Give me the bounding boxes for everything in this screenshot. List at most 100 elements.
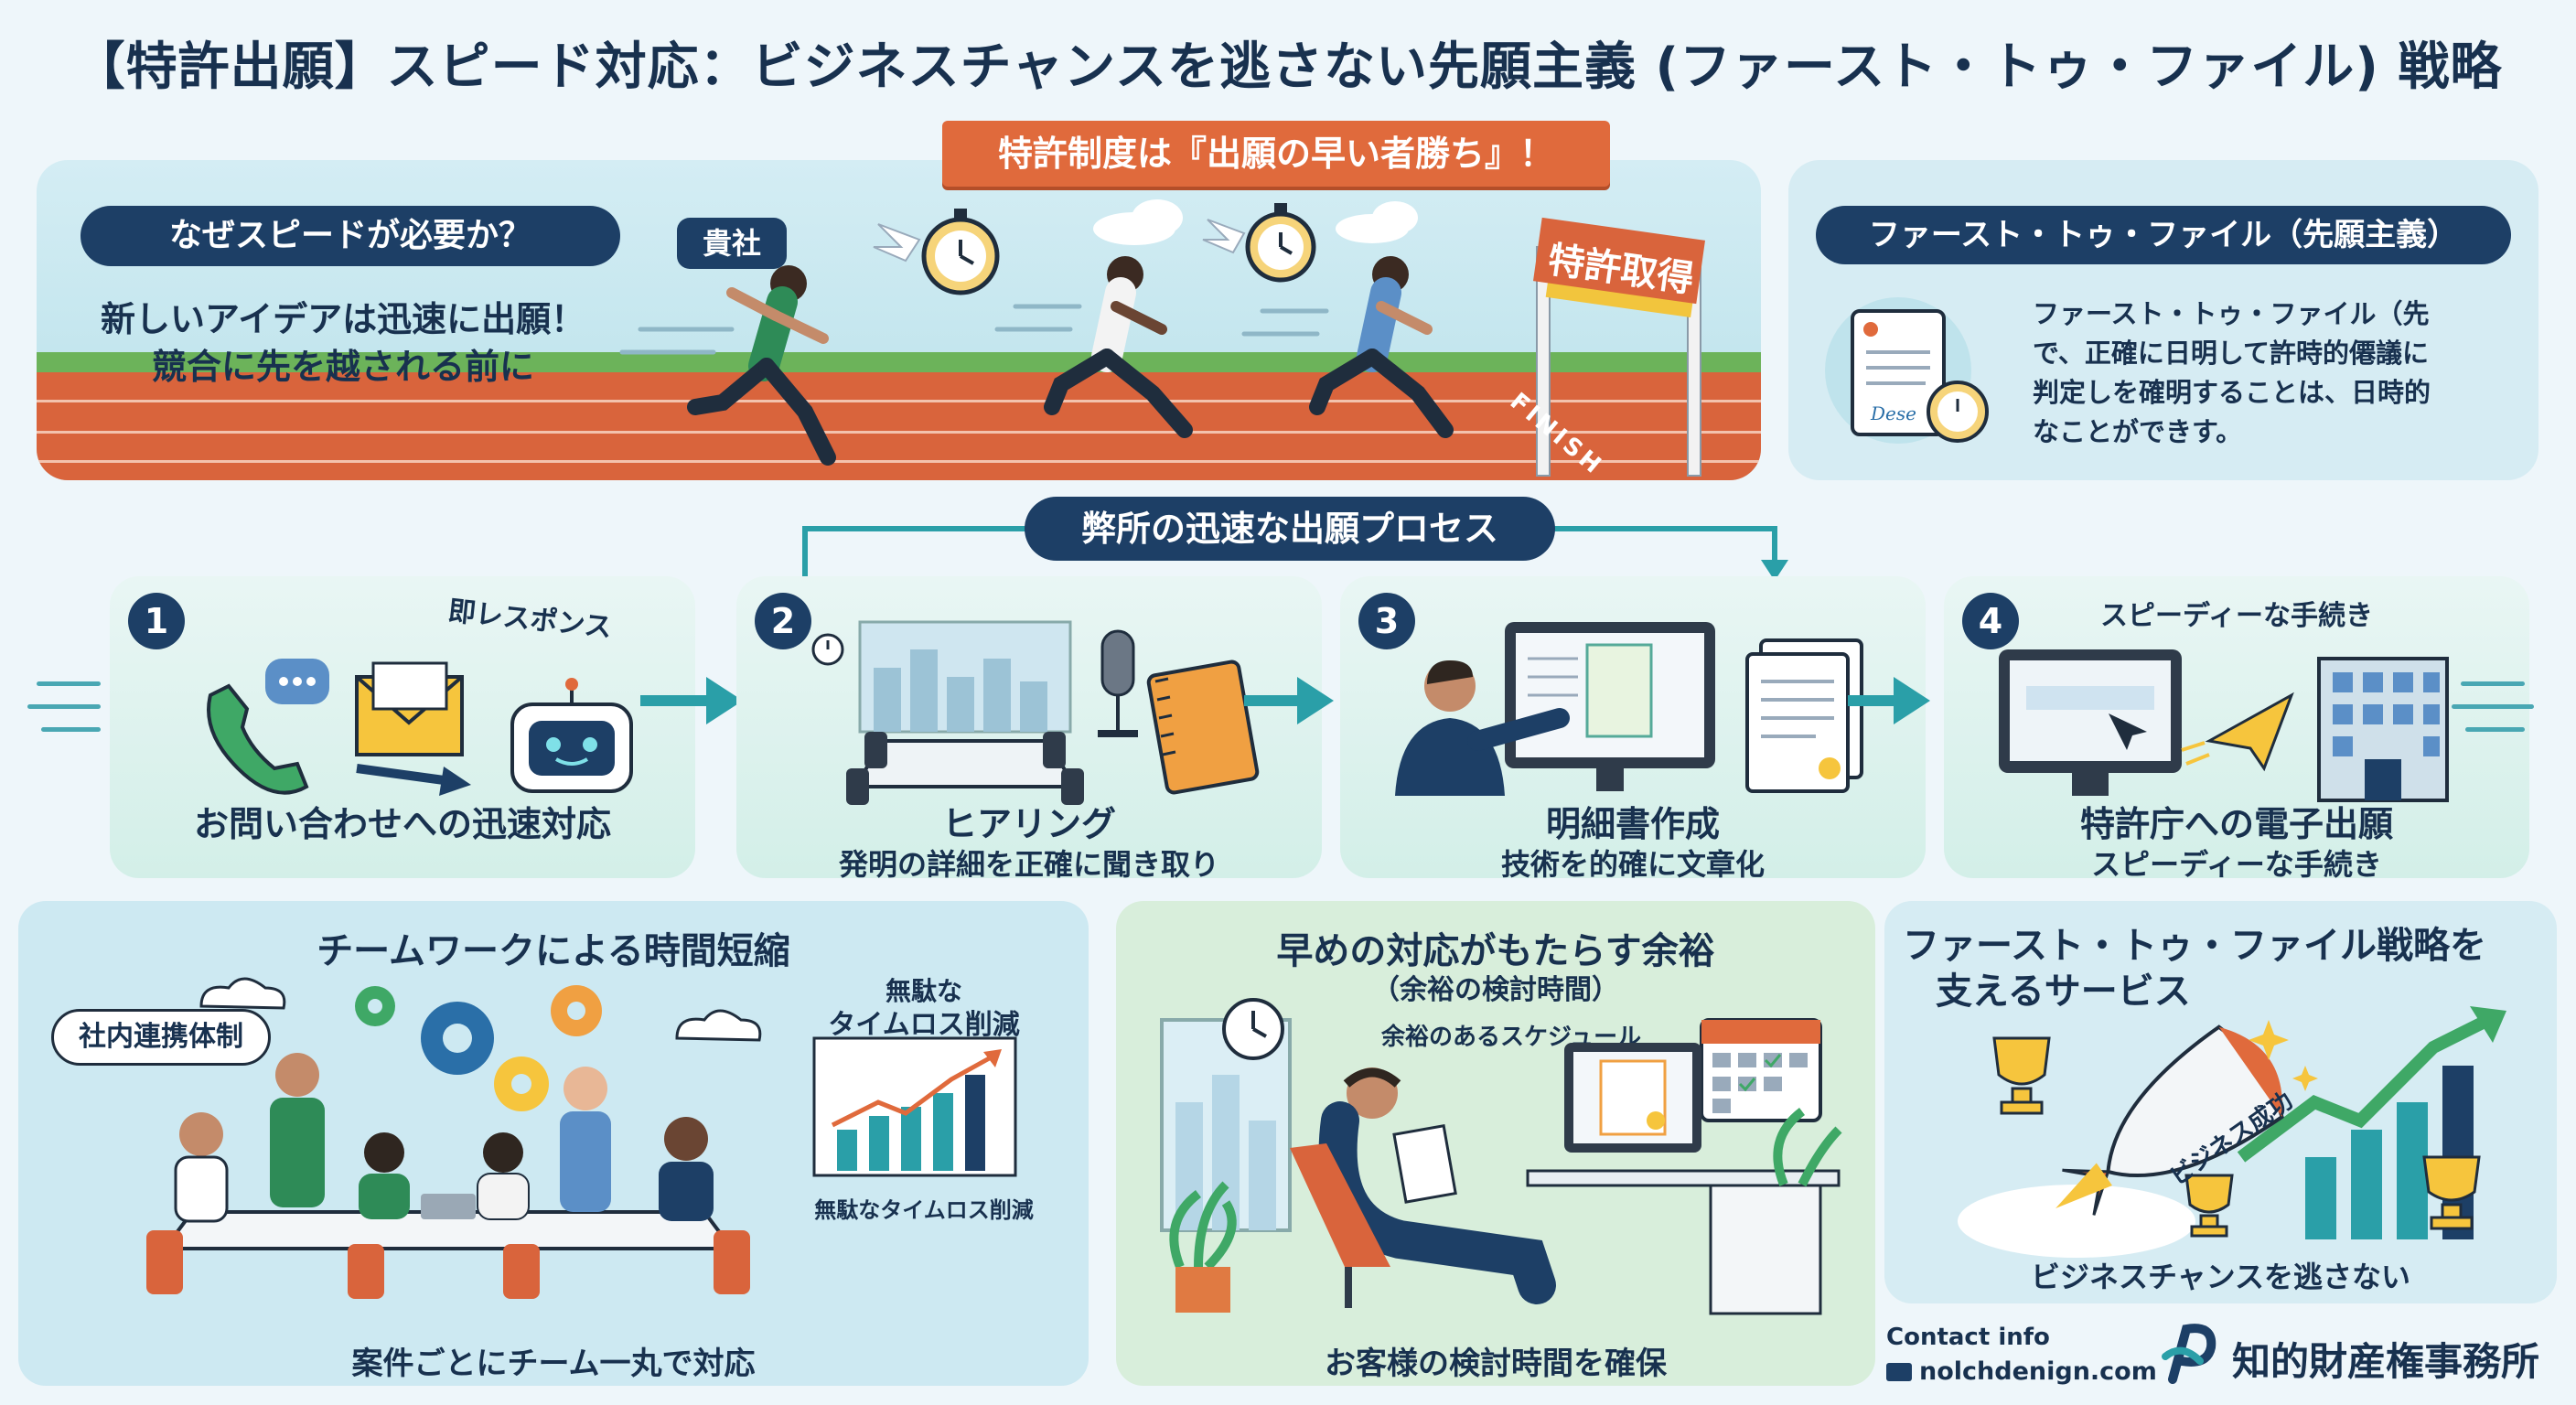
plant-icon <box>1169 1181 1237 1313</box>
step-title: ヒアリング <box>941 804 1116 844</box>
document-stopwatch-icon <box>1825 297 1989 444</box>
gear-icon <box>494 1056 549 1111</box>
team-members <box>174 1053 714 1223</box>
process-step-1: 1 即レスポンス お問い合わせへの迅速対応 <box>110 576 695 878</box>
speed-line <box>27 704 101 709</box>
margin-panel: 早めの対応がもたらす余裕 （余裕の検討時間） 余裕のあるスケジュール お客様の検… <box>1116 901 1875 1386</box>
paper-plane-icon <box>2181 692 2294 772</box>
step-4-illustration <box>1999 649 2449 802</box>
monitor-icon <box>1564 1043 1701 1153</box>
process-arrow-icon <box>1297 677 1334 724</box>
grass-strip <box>37 352 1761 372</box>
teamwork-bubble-label: 社内連携体制 <box>79 1021 243 1053</box>
margin-subtitle: （余裕の検討時間） <box>1372 974 1619 1006</box>
page-title: 【特許出願】スピード対応：ビジネスチャンスを逃さない先願主義 (ファースト・トゥ… <box>73 38 2503 97</box>
chart-label-1: 無駄な <box>885 976 962 1006</box>
sparkle-icon <box>2249 1020 2318 1091</box>
trophy-icon <box>1992 1036 2051 1115</box>
teamwork-panel: チームワークによる時間短縮 社内連携体制 無駄な タイムロス削減 無駄なタイムロ… <box>18 901 1089 1386</box>
process-arrow-icon <box>1894 677 1930 724</box>
robot-icon <box>510 678 633 793</box>
margin-caption: お客様の検討時間を確保 <box>1325 1346 1667 1382</box>
process-step-4: 4 スピーディーな手続き 特許庁への電子出願 スピーディーな手続き <box>1944 576 2529 882</box>
service-title-1: ファースト・トゥ・ファイル戦略を <box>1903 925 2486 967</box>
ftf-pill: ファースト・トゥ・ファイル（先願主義） <box>1816 206 2511 264</box>
stopwatch-icon <box>1202 203 1316 283</box>
chat-bubble-icon <box>265 659 329 704</box>
finish-gate <box>1533 217 1705 477</box>
runner-competitor-1 <box>1044 256 1193 438</box>
notebook-icon <box>1146 660 1260 795</box>
phone-icon <box>207 683 309 795</box>
desk <box>1526 1169 1841 1187</box>
step-title: 明細書作成 <box>1545 804 1720 844</box>
teamwork-caption: 案件ごとにチーム一丸で対応 <box>351 1346 756 1382</box>
trophy-icon <box>2184 1174 2234 1238</box>
ftf-desc-line: で、正確に日明して許時的僊議に <box>2033 338 2429 369</box>
office-chair <box>1290 1143 1390 1308</box>
cloud-icon <box>675 1009 762 1042</box>
gear-icon <box>421 1002 494 1075</box>
why-pill: なぜスピードが必要か？ <box>80 206 620 266</box>
hero-banner-label: 特許制度は『出願の早い者勝ち』！ <box>997 134 1554 174</box>
stopwatch-icon <box>873 209 1000 295</box>
speed-line <box>2461 681 2525 686</box>
step-3-illustration <box>1395 622 1863 796</box>
calendar-icon <box>1700 1018 1822 1122</box>
cloud-icon <box>1093 199 1418 245</box>
step-2-illustration <box>811 620 1260 805</box>
monitor-icon <box>1505 622 1715 791</box>
plant-icon <box>1773 1108 1842 1187</box>
process-arrow-shaft <box>640 695 708 706</box>
government-building-icon <box>2317 657 2449 802</box>
person-writing <box>1395 660 1570 796</box>
margin-title: 早めの対応がもたらす余裕 <box>1276 930 1715 972</box>
ftf-pill-label: ファースト・トゥ・ファイル（先願主義） <box>1868 217 2459 253</box>
step-number: 3 <box>1358 593 1415 649</box>
documents-icon <box>1745 638 1863 793</box>
runner-competitor-2 <box>1309 256 1454 438</box>
ftf-desc: ファースト・トゥ・ファイル（先 で、正確に日明して許時的僊議に 判定しを確明する… <box>2033 295 2527 452</box>
rocket-icon <box>2055 1024 2284 1216</box>
track-lane-line <box>37 460 1761 463</box>
microphone-icon <box>1098 629 1138 737</box>
contact-email[interactable]: nolchdenign.com <box>1919 1357 2157 1386</box>
hero-banner: 特許制度は『出願の早い者勝ち』！ <box>942 121 1610 187</box>
computer-icon <box>1999 649 2182 796</box>
track-lane-line <box>37 431 1761 434</box>
chart-label-2: タイムロス削減 <box>828 1009 1020 1041</box>
clock-icon <box>811 633 844 666</box>
chairs <box>146 1230 750 1299</box>
process-banner: 弊所の迅速な出願プロセス <box>1025 497 1555 561</box>
gear-icon <box>355 986 395 1026</box>
runner-you <box>687 265 836 466</box>
trophy-icon <box>2422 1155 2481 1230</box>
step-number: 4 <box>1962 593 2019 649</box>
chart-caption: 無駄なタイムロス削減 <box>814 1197 1034 1223</box>
gear-icon <box>551 985 602 1036</box>
process-arrow-shaft <box>1244 695 1299 706</box>
process-step-2: 2 ヒアリング 発明の詳細を正確に聞き取り <box>736 576 1322 882</box>
track-lane-line <box>37 400 1761 402</box>
bar-chart-icon <box>812 1036 1017 1177</box>
speed-line <box>41 727 101 732</box>
relaxing-illustration <box>1160 998 1842 1315</box>
why-line-2: 競合に先を越される前に <box>152 347 535 387</box>
teamwork-bubble: 社内連携体制 <box>51 1009 271 1066</box>
step-top-label: スピーディーな手続き <box>2100 600 2373 632</box>
why-line-1: 新しいアイデアは迅速に出願！ <box>101 299 586 339</box>
process-banner-label: 弊所の迅速な出願プロセス <box>1080 509 1498 549</box>
teamwork-title: チームワークによる時間短縮 <box>317 930 790 972</box>
speed-line <box>2452 704 2534 709</box>
clock-icon <box>1222 998 1284 1060</box>
speed-line <box>37 681 101 686</box>
teamwork-illustration <box>146 977 762 1299</box>
runner-tag-label: 貴社 <box>702 226 761 261</box>
step-subtitle: 発明の詳細を正確に聞き取り <box>838 847 1219 882</box>
contact-label: Contact info <box>1886 1324 2050 1351</box>
speed-line <box>2465 727 2525 732</box>
step-subtitle: 技術を的確に文章化 <box>1500 847 1765 882</box>
step-1-illustration <box>207 659 633 796</box>
step-number: 2 <box>755 593 811 649</box>
